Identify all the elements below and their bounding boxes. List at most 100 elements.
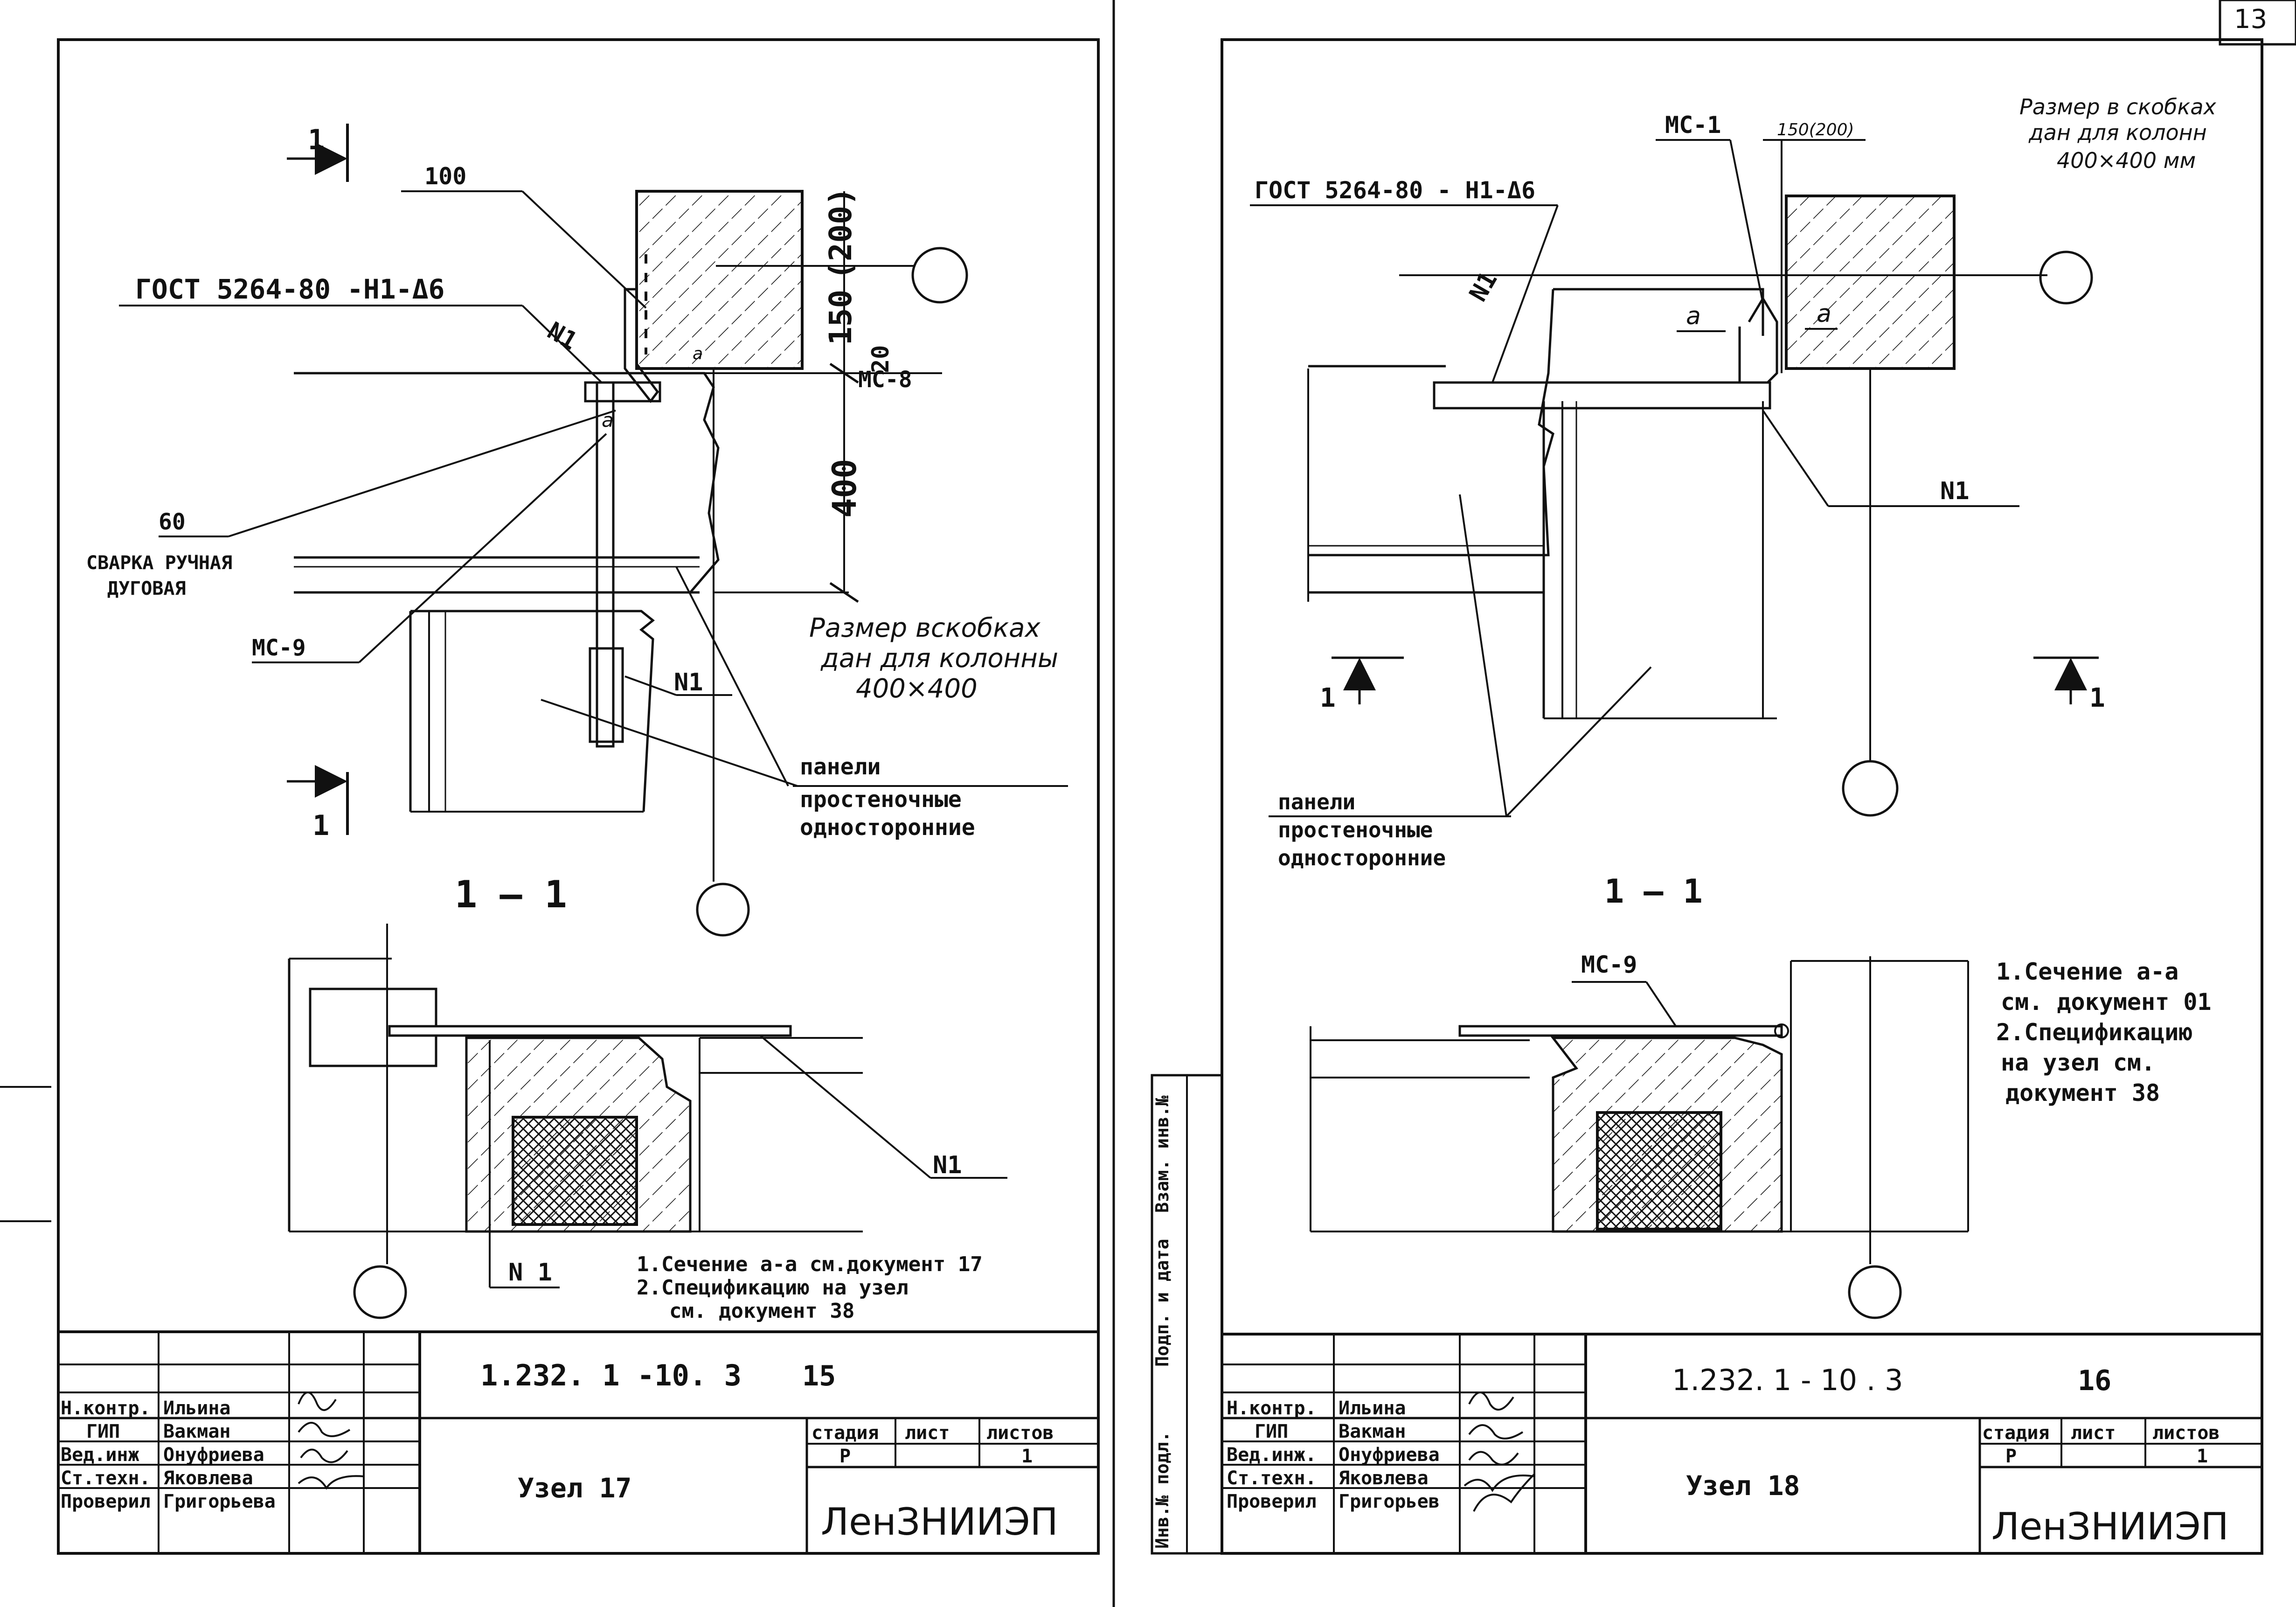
svg-text:панели: панели bbox=[1278, 789, 1355, 814]
svg-text:МС-9: МС-9 bbox=[252, 635, 306, 661]
axis-marker bbox=[353, 1265, 407, 1319]
svg-text:Онуфриева: Онуфриева bbox=[1339, 1444, 1440, 1466]
svg-text:100: 100 bbox=[424, 163, 466, 190]
svg-text:Вакман: Вакман bbox=[163, 1421, 231, 1442]
svg-text:N1: N1 bbox=[674, 668, 703, 696]
svg-text:N1: N1 bbox=[1940, 477, 1970, 505]
section-title: 1 — 1 bbox=[1604, 872, 1703, 911]
svg-text:a: a bbox=[693, 344, 703, 363]
callout-gost: ГОСТ 5264-80 - Н1-Δ6 bbox=[1250, 177, 1559, 383]
svg-text:1.Сечение a-a: 1.Сечение a-a bbox=[1996, 958, 2178, 985]
svg-text:Яковлева: Яковлева bbox=[163, 1468, 253, 1489]
svg-text:16: 16 bbox=[2078, 1364, 2111, 1397]
left-sheet: 1 1 150 bbox=[57, 38, 1100, 1555]
svg-text:2.Спецификацию: 2.Спецификацию bbox=[1996, 1019, 2192, 1046]
svg-text:400×400 мм: 400×400 мм bbox=[2057, 148, 2196, 173]
column-core bbox=[512, 1116, 638, 1226]
svg-text:Размер в скобках: Размер в скобках bbox=[2019, 94, 2217, 119]
axis-marker bbox=[696, 883, 750, 937]
callout-panels: панели простеночные односторонние bbox=[1269, 494, 1652, 870]
svg-text:на узел см.: на узел см. bbox=[2001, 1049, 2155, 1076]
callout-gost: ГОСТ 5264-80 -Н1-Δ6 bbox=[119, 273, 603, 383]
svg-text:Ильина: Ильина bbox=[163, 1398, 231, 1419]
svg-text:ЛенЗНИИЭП: ЛенЗНИИЭП bbox=[821, 1500, 1058, 1544]
svg-text:Григорьев: Григорьев bbox=[1339, 1491, 1440, 1512]
svg-text:дан для колонны: дан для колонны bbox=[820, 643, 1058, 674]
svg-text:Н.контр.: Н.контр. bbox=[61, 1398, 151, 1419]
svg-text:дан для колонн: дан для колонн bbox=[2028, 120, 2207, 145]
svg-text:Инв.№ подл.: Инв.№ подл. bbox=[1152, 1431, 1172, 1549]
svg-text:Размер вскобках: Размер вскобках bbox=[809, 613, 1040, 643]
section-marks: 1 1 bbox=[1320, 656, 2105, 713]
svg-text:Вакман: Вакман bbox=[1339, 1421, 1406, 1442]
svg-text:ГОСТ 5264-80 -Н1-Δ6: ГОСТ 5264-80 -Н1-Δ6 bbox=[135, 273, 444, 305]
svg-text:лист: лист bbox=[2071, 1422, 2116, 1444]
section-mark-bottom: 1 bbox=[287, 765, 349, 842]
column-section bbox=[635, 190, 804, 370]
svg-text:400×400: 400×400 bbox=[856, 674, 978, 704]
svg-text:СВАРКА РУЧНАЯ: СВАРКА РУЧНАЯ bbox=[86, 552, 232, 574]
svg-text:Вед.инж: Вед.инж bbox=[61, 1444, 139, 1466]
svg-text:листов: листов bbox=[2152, 1422, 2220, 1444]
callout-mc9: МС-9 bbox=[252, 433, 607, 663]
svg-text:1: 1 bbox=[1021, 1446, 1033, 1467]
title-block: 1.232. 1 -10. 3 15 Н.контр. Ильина ГИП В… bbox=[57, 1330, 1100, 1555]
svg-text:стадия: стадия bbox=[812, 1422, 879, 1444]
callout-n1: N1 bbox=[1762, 410, 2019, 507]
svg-text:лист: лист bbox=[905, 1422, 950, 1444]
svg-text:см. документ 38: см. документ 38 bbox=[669, 1299, 854, 1323]
svg-text:МС-8: МС-8 bbox=[858, 367, 912, 393]
svg-text:a: a bbox=[1817, 300, 1831, 328]
callout-weld: 60 СВАРКА РУЧНАЯ ДУГОВАЯ bbox=[86, 410, 616, 599]
svg-text:ГИП: ГИП bbox=[86, 1421, 120, 1442]
svg-text:листов: листов bbox=[986, 1422, 1054, 1444]
svg-text:15: 15 bbox=[802, 1360, 836, 1392]
svg-text:150: 150 bbox=[823, 290, 859, 345]
svg-text:ДУГОВАЯ: ДУГОВАЯ bbox=[107, 578, 186, 599]
axis-marker bbox=[911, 247, 968, 304]
section-title: 1 — 1 bbox=[455, 873, 567, 916]
svg-text:N1: N1 bbox=[543, 317, 582, 355]
svg-text:Узел 17: Узел 17 bbox=[518, 1472, 631, 1504]
svg-text:документ 38: документ 38 bbox=[2005, 1079, 2160, 1106]
svg-text:панели: панели bbox=[800, 754, 881, 780]
svg-text:ГОСТ 5264-80 - Н1-Δ6: ГОСТ 5264-80 - Н1-Δ6 bbox=[1255, 177, 1535, 204]
svg-text:МС-9: МС-9 bbox=[1581, 951, 1637, 978]
axis-marker bbox=[1848, 1265, 1902, 1319]
column-core bbox=[1596, 1111, 1722, 1231]
svg-text:МС-1: МС-1 bbox=[1665, 111, 1721, 139]
axis-marker bbox=[2039, 250, 2093, 305]
svg-text:1.232. 1 -10. 3: 1.232. 1 -10. 3 bbox=[480, 1358, 742, 1392]
svg-text:односторонние: односторонние bbox=[800, 814, 975, 841]
svg-text:20: 20 bbox=[867, 345, 894, 373]
plan-view: МС-9 bbox=[1310, 951, 1969, 1319]
svg-text:1: 1 bbox=[312, 809, 329, 842]
svg-text:a: a bbox=[1686, 302, 1701, 330]
binding-strip: Инв.№ подл. Подп. и дата Взам. инв.№ bbox=[1151, 1074, 1223, 1555]
svg-text:простеночные: простеночные bbox=[1278, 817, 1433, 842]
callout-100: 100 bbox=[401, 163, 647, 309]
svg-text:Онуфриева: Онуфриева bbox=[163, 1444, 264, 1466]
svg-text:1: 1 bbox=[2197, 1446, 2208, 1467]
right-frame bbox=[1221, 38, 2263, 1555]
callout-panels: панели простеночные односторонние bbox=[541, 566, 1068, 841]
svg-text:Яковлева: Яковлева bbox=[1339, 1468, 1429, 1489]
svg-text:Р: Р bbox=[2005, 1446, 2017, 1467]
svg-text:1: 1 bbox=[1320, 683, 1336, 713]
svg-text:60: 60 bbox=[159, 509, 186, 535]
svg-text:Проверил: Проверил bbox=[1227, 1491, 1317, 1512]
svg-text:N 1: N 1 bbox=[508, 1259, 552, 1287]
svg-text:Р: Р bbox=[839, 1446, 851, 1467]
svg-text:Вед.инж.: Вед.инж. bbox=[1227, 1444, 1317, 1466]
svg-text:1: 1 bbox=[308, 124, 325, 156]
svg-text:ГИП: ГИП bbox=[1255, 1421, 1288, 1442]
svg-text:Проверил: Проверил bbox=[61, 1491, 151, 1512]
svg-text:N1: N1 bbox=[933, 1151, 962, 1179]
svg-text:Узел 18: Узел 18 bbox=[1686, 1470, 1800, 1502]
svg-text:стадия: стадия bbox=[1982, 1422, 2050, 1444]
svg-text:Подп. и дата: Подп. и дата bbox=[1152, 1238, 1172, 1367]
section-mark-top: 1 bbox=[287, 124, 349, 182]
callout-n1: N1 bbox=[624, 668, 732, 696]
svg-text:Ст.техн.: Ст.техн. bbox=[1227, 1468, 1317, 1489]
